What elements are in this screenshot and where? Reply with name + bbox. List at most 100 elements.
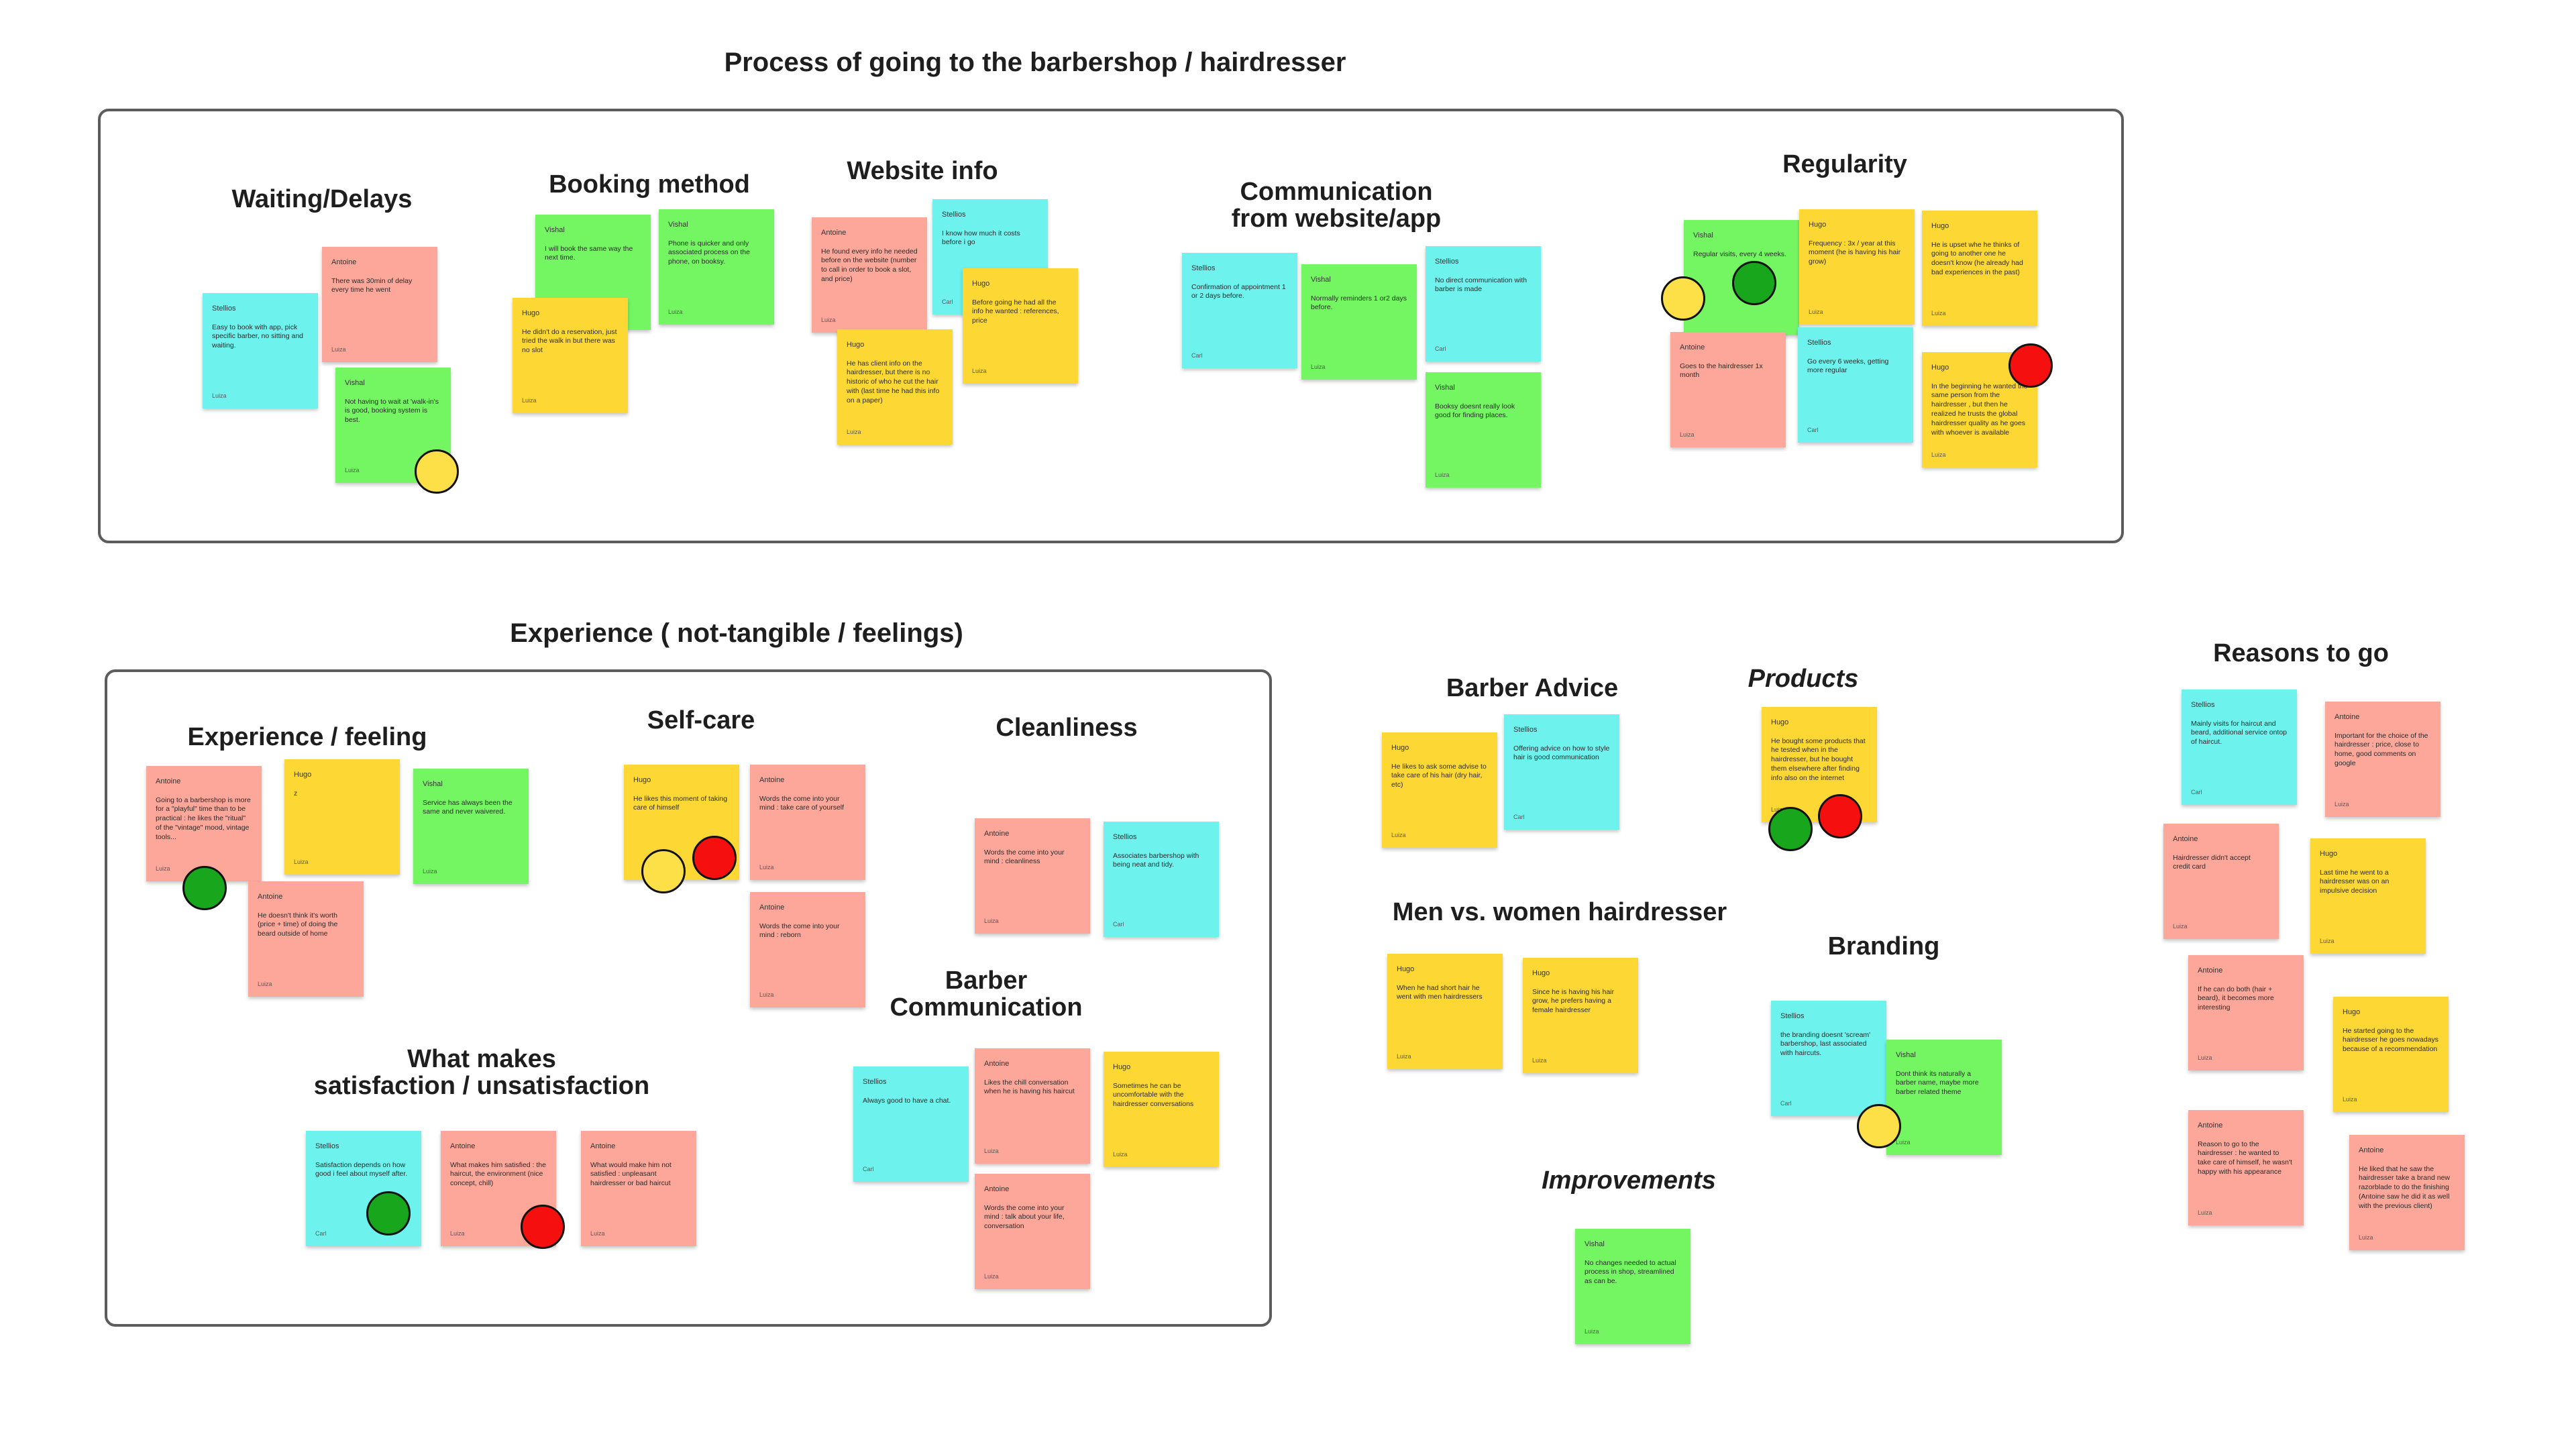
process-frame[interactable] — [98, 109, 2124, 543]
note-text: There was 30min of delay every time he w… — [331, 276, 413, 294]
note-signature: Luiza — [2359, 1234, 2373, 1242]
vote-dot[interactable] — [1661, 276, 1705, 321]
note-text: Go every 6 weeks, getting more regular — [1807, 357, 1889, 375]
note-author: Stellios — [863, 1078, 887, 1086]
note-text: If he can do both (hair + beard), it bec… — [2198, 985, 2274, 1012]
note-author: Antoine — [984, 1060, 1010, 1068]
note-signature: Luiza — [590, 1230, 605, 1238]
note-text: What makes him satisfied : the haircut, … — [450, 1160, 546, 1188]
note-text: Words the come into your mind : talk abo… — [984, 1203, 1065, 1231]
note-author: Vishal — [1311, 276, 1331, 284]
experience-frame[interactable] — [105, 669, 1272, 1327]
note-text: He likes this moment of taking care of h… — [633, 794, 728, 812]
vote-dot[interactable] — [1818, 794, 1862, 838]
note-author: Stellios — [942, 211, 966, 219]
note-author: Hugo — [2343, 1008, 2361, 1016]
note-author: Antoine — [450, 1142, 476, 1150]
vote-dot[interactable] — [2008, 343, 2053, 388]
note-author: Stellios — [1780, 1012, 1805, 1020]
note-text: Always good to have a chat. — [863, 1096, 951, 1105]
note-signature: Luiza — [1532, 1057, 1547, 1064]
note-signature: Carl — [315, 1230, 327, 1238]
vote-dot[interactable] — [1732, 261, 1776, 305]
sticky-note[interactable]: Antoine If he can do both (hair + beard),… — [2188, 955, 2304, 1070]
note-text: Goes to the hairdresser 1x month — [1680, 362, 1763, 380]
vote-dot[interactable] — [521, 1205, 565, 1249]
vote-dot[interactable] — [182, 866, 227, 910]
note-signature: Luiza — [984, 1148, 999, 1155]
vote-dot[interactable] — [641, 849, 686, 893]
note-text: Dont think its naturally a barber name, … — [1896, 1069, 1979, 1097]
note-signature: Carl — [942, 298, 953, 306]
section-title-satisfaction: What makes satisfaction / unsatisfaction — [313, 1045, 650, 1100]
note-signature: Luiza — [156, 865, 170, 873]
note-author: Antoine — [821, 229, 847, 237]
note-signature: Carl — [1435, 345, 1446, 353]
note-author: Hugo — [633, 776, 651, 784]
section-title-barber-communication: Barber Communication — [890, 967, 1083, 1022]
vote-dot[interactable] — [1768, 807, 1813, 851]
note-signature: Luiza — [1680, 431, 1695, 439]
note-text: I know how much it costs before i go — [942, 229, 1020, 247]
section-title-communication: Communication from website/app — [1231, 178, 1442, 233]
note-text: Normally reminders 1 or2 days before. — [1311, 294, 1407, 312]
note-author: Antoine — [2198, 967, 2223, 975]
vote-dot[interactable] — [1857, 1104, 1901, 1148]
note-author: Stellios — [1807, 339, 1831, 347]
vote-dot[interactable] — [415, 449, 459, 494]
note-text: Hairdresser didn't accept credit card — [2173, 853, 2251, 871]
vote-dot[interactable] — [366, 1191, 411, 1235]
vote-dot[interactable] — [692, 836, 737, 880]
experience-title: Experience ( not-tangible / feelings) — [510, 618, 963, 648]
sticky-note[interactable]: Stellios Go every 6 weeks, getting more r… — [1798, 327, 1913, 443]
section-title-barber-advice: Barber Advice — [1446, 674, 1619, 702]
note-signature: Luiza — [759, 991, 774, 999]
note-signature: Carl — [1780, 1100, 1792, 1107]
note-author: Vishal — [668, 221, 688, 229]
note-signature: Luiza — [759, 864, 774, 871]
